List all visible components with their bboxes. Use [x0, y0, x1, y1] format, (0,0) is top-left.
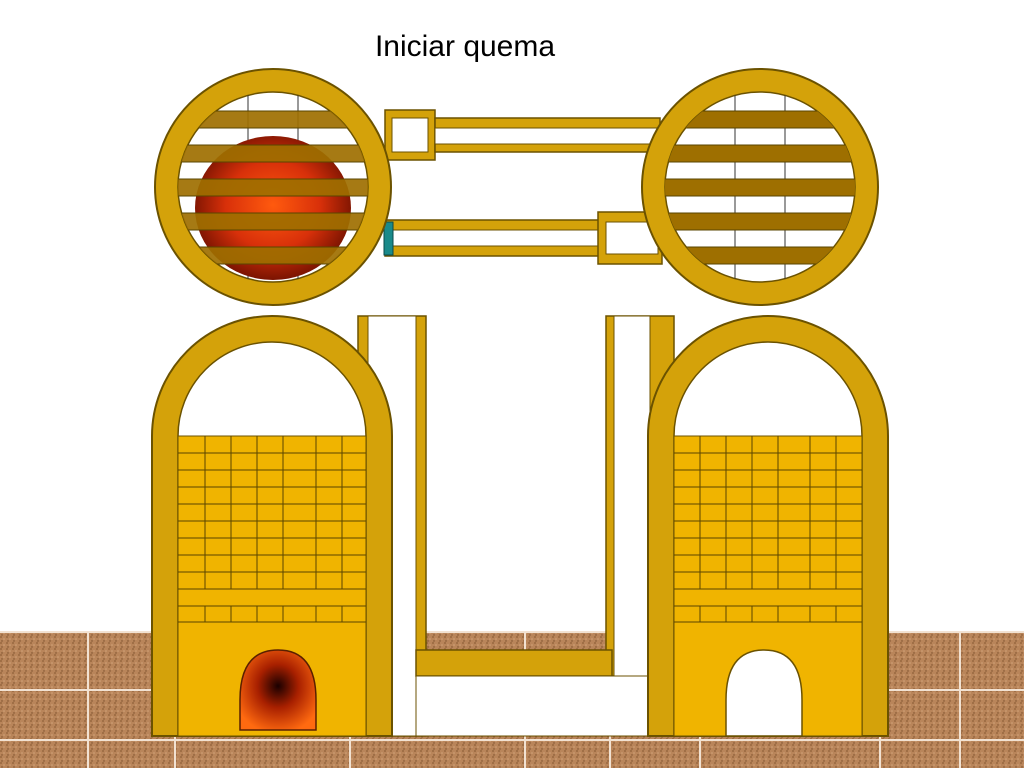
empty-firebox	[725, 649, 803, 737]
page-title: Iniciar quema	[374, 30, 556, 63]
right-kiln-top-view	[641, 68, 879, 306]
damper	[383, 221, 394, 256]
cold-kiln-top-view	[665, 92, 855, 282]
left-kiln-side-view	[151, 315, 393, 737]
right-kiln-side-view	[647, 315, 889, 737]
hot-kiln-top-view	[195, 136, 351, 280]
bottom-flue	[415, 649, 677, 737]
top-ducts	[383, 109, 663, 265]
burning-firebox	[239, 649, 317, 731]
left-kiln-top-view	[154, 68, 392, 306]
